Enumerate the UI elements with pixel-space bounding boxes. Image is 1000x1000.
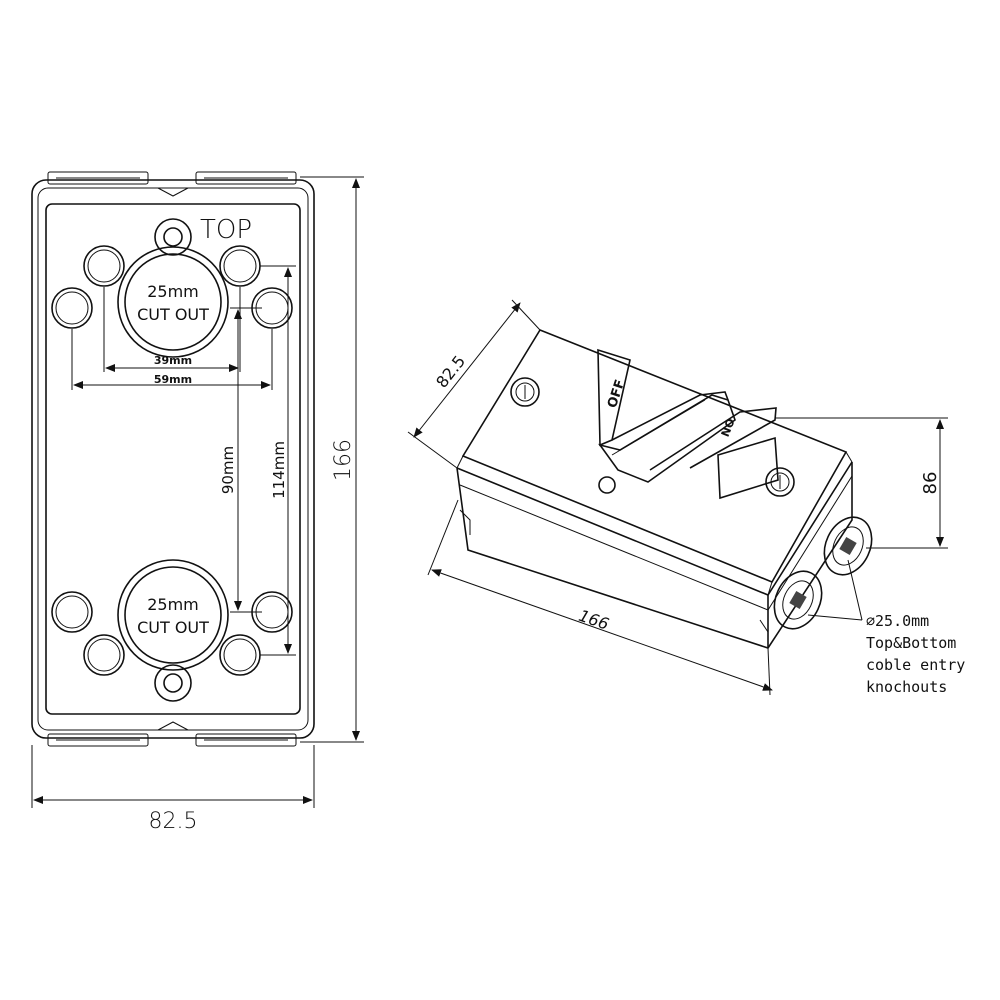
note-top-bottom: Top&Bottom bbox=[866, 634, 956, 652]
knockout-2 bbox=[773, 570, 823, 630]
cutout-bottom-size: 25mm bbox=[147, 595, 199, 614]
svg-text:39mm: 39mm bbox=[154, 354, 192, 367]
enclosure-outline bbox=[31, 179, 315, 739]
front-view: TOP 25mm CUT OUT 25mm CUT OUT bbox=[31, 171, 364, 834]
dim-height-86: 86 bbox=[775, 417, 948, 549]
dim-114: 114mm bbox=[260, 265, 296, 656]
lid-screw-2 bbox=[765, 467, 795, 497]
knockout-1 bbox=[823, 516, 873, 576]
svg-text:90mm: 90mm bbox=[219, 446, 237, 494]
iso-view: OFF ON bbox=[407, 299, 965, 696]
lid-top-face bbox=[461, 329, 848, 584]
switch-off-label: OFF bbox=[605, 378, 628, 410]
note-knockouts: knochouts bbox=[866, 678, 947, 696]
svg-text:82.5: 82.5 bbox=[149, 809, 198, 834]
svg-text:82.5: 82.5 bbox=[432, 352, 469, 392]
cutout-bottom-text: CUT OUT bbox=[137, 618, 209, 637]
cutout-top: 25mm CUT OUT bbox=[117, 246, 229, 358]
svg-text:86: 86 bbox=[920, 472, 941, 495]
svg-text:166: 166 bbox=[576, 606, 611, 634]
dim-height-166: 166 bbox=[300, 176, 364, 743]
cutout-top-text: CUT OUT bbox=[137, 305, 209, 324]
mount-hole-top bbox=[154, 218, 192, 256]
dim-length-166: 166 bbox=[427, 499, 773, 696]
isolator-lever: OFF ON bbox=[597, 348, 777, 494]
note-diameter: ∅25.0mm bbox=[866, 612, 929, 630]
mount-hole-bottom bbox=[154, 664, 192, 702]
switch-on-label: ON bbox=[718, 416, 737, 438]
lid-screw-1 bbox=[510, 377, 540, 407]
dim-width-82-5: 82.5 bbox=[31, 745, 315, 834]
top-label: TOP bbox=[200, 215, 252, 245]
svg-text:114mm: 114mm bbox=[270, 441, 288, 499]
knockout-note: ∅25.0mm Top&Bottom coble entry knochouts bbox=[807, 559, 965, 696]
cutout-bottom: 25mm CUT OUT bbox=[117, 559, 229, 671]
svg-text:59mm: 59mm bbox=[154, 373, 192, 386]
enclosure-inner-face bbox=[45, 203, 301, 715]
dim-90: 90mm bbox=[219, 307, 262, 613]
note-cable-entry: coble entry bbox=[866, 656, 965, 674]
svg-text:166: 166 bbox=[331, 439, 356, 481]
cutout-top-size: 25mm bbox=[147, 282, 199, 301]
fixing-holes bbox=[51, 245, 293, 676]
bottom-entry-lugs bbox=[47, 733, 297, 747]
label-window bbox=[717, 436, 779, 500]
top-entry-lugs bbox=[47, 171, 297, 185]
